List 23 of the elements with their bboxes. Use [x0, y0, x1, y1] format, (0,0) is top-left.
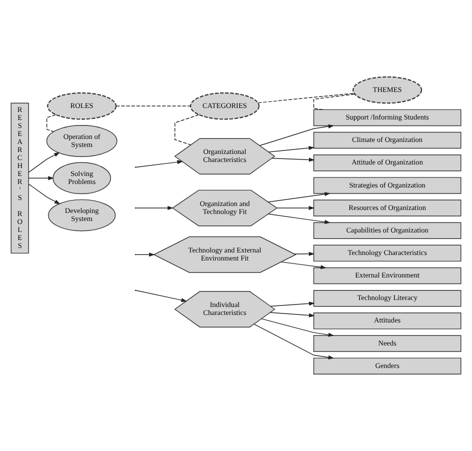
arrow [28, 184, 60, 204]
arrow [268, 146, 315, 152]
arrow [272, 158, 315, 162]
arrow [294, 252, 315, 256]
arrow [268, 214, 330, 224]
connector [258, 92, 354, 104]
arrow [280, 262, 327, 270]
arrow [268, 192, 330, 202]
arrow [270, 302, 315, 307]
arrow [261, 318, 334, 337]
connector [313, 94, 355, 110]
arrow [276, 206, 315, 210]
arrow [28, 176, 54, 180]
arrow [135, 160, 184, 168]
arrow [254, 324, 334, 360]
connector [46, 114, 56, 132]
arrow [135, 206, 174, 210]
arrow [28, 152, 60, 173]
connector [174, 114, 200, 146]
arrow [260, 124, 334, 146]
arrow [135, 252, 155, 257]
arrow [135, 290, 188, 302]
arrow [270, 312, 315, 318]
